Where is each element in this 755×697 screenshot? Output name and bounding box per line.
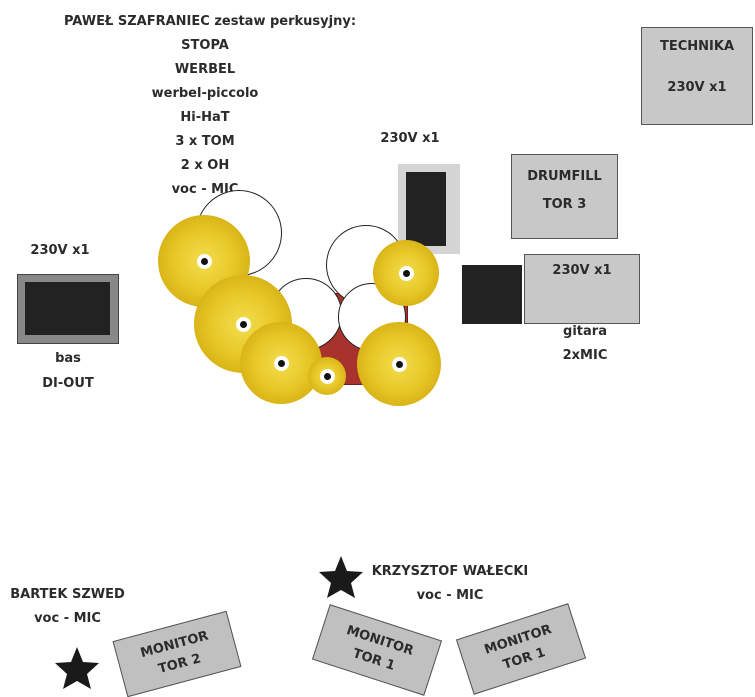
drum-item-hihat: Hi-HaT: [180, 110, 230, 125]
drumfill-box: DRUMFILL TOR 3: [511, 154, 618, 239]
technika-power: 230V x1: [667, 80, 727, 95]
cymbal-right-bottom: [357, 322, 441, 406]
drumfill-line2: TOR 3: [542, 197, 587, 212]
guitar-label: gitara: [563, 324, 607, 339]
cymbal-right-top: [373, 240, 439, 306]
star-icon: [55, 647, 99, 689]
drummer-title: PAWEŁ SZAFRANIEC zestaw perkusyjny:: [63, 14, 357, 29]
drummer-item-list: STOPA WERBEL werbel-piccolo Hi-HaT 3 x T…: [135, 34, 275, 202]
guitar-mic-label: 2xMIC: [562, 348, 608, 363]
technika-label: TECHNIKA: [659, 39, 735, 54]
bass-di-label: DI-OUT: [42, 376, 94, 391]
technika-box: TECHNIKA 230V x1: [641, 27, 753, 125]
krzysztof-name: KRZYSZTOF WAŁECKI: [371, 564, 529, 579]
drum-item-werbel: WERBEL: [174, 62, 236, 77]
krzysztof-mic: voc - MIC: [416, 588, 484, 603]
bartek-name: BARTEK SZWED: [10, 587, 125, 602]
drum-item-overheads: 2 x OH: [180, 158, 230, 173]
drum-power-plug: [406, 172, 446, 246]
bass-label: bas: [55, 351, 81, 366]
drum-item-stopa: STOPA: [181, 38, 229, 53]
star-icon: [319, 556, 363, 598]
drum-item-toms: 3 x TOM: [175, 134, 235, 149]
bass-amp: [17, 274, 119, 344]
bass-power-label: 230V x1: [30, 243, 90, 258]
bartek-mic: voc - MIC: [34, 611, 101, 626]
guitar-power: 230V x1: [552, 263, 612, 278]
cymbal-hihat: [240, 322, 322, 404]
bass-amp-cabinet: [25, 282, 110, 335]
drum-power-label: 230V x1: [380, 131, 440, 146]
drum-item-werbel-piccolo: werbel-piccolo: [151, 86, 259, 101]
drum-power-outlet: [398, 164, 460, 254]
guitar-amp-head: [462, 265, 522, 324]
drumfill-line1: DRUMFILL: [527, 169, 602, 184]
guitar-amp-box: 230V x1: [524, 254, 640, 324]
cymbal-small: [308, 357, 346, 395]
